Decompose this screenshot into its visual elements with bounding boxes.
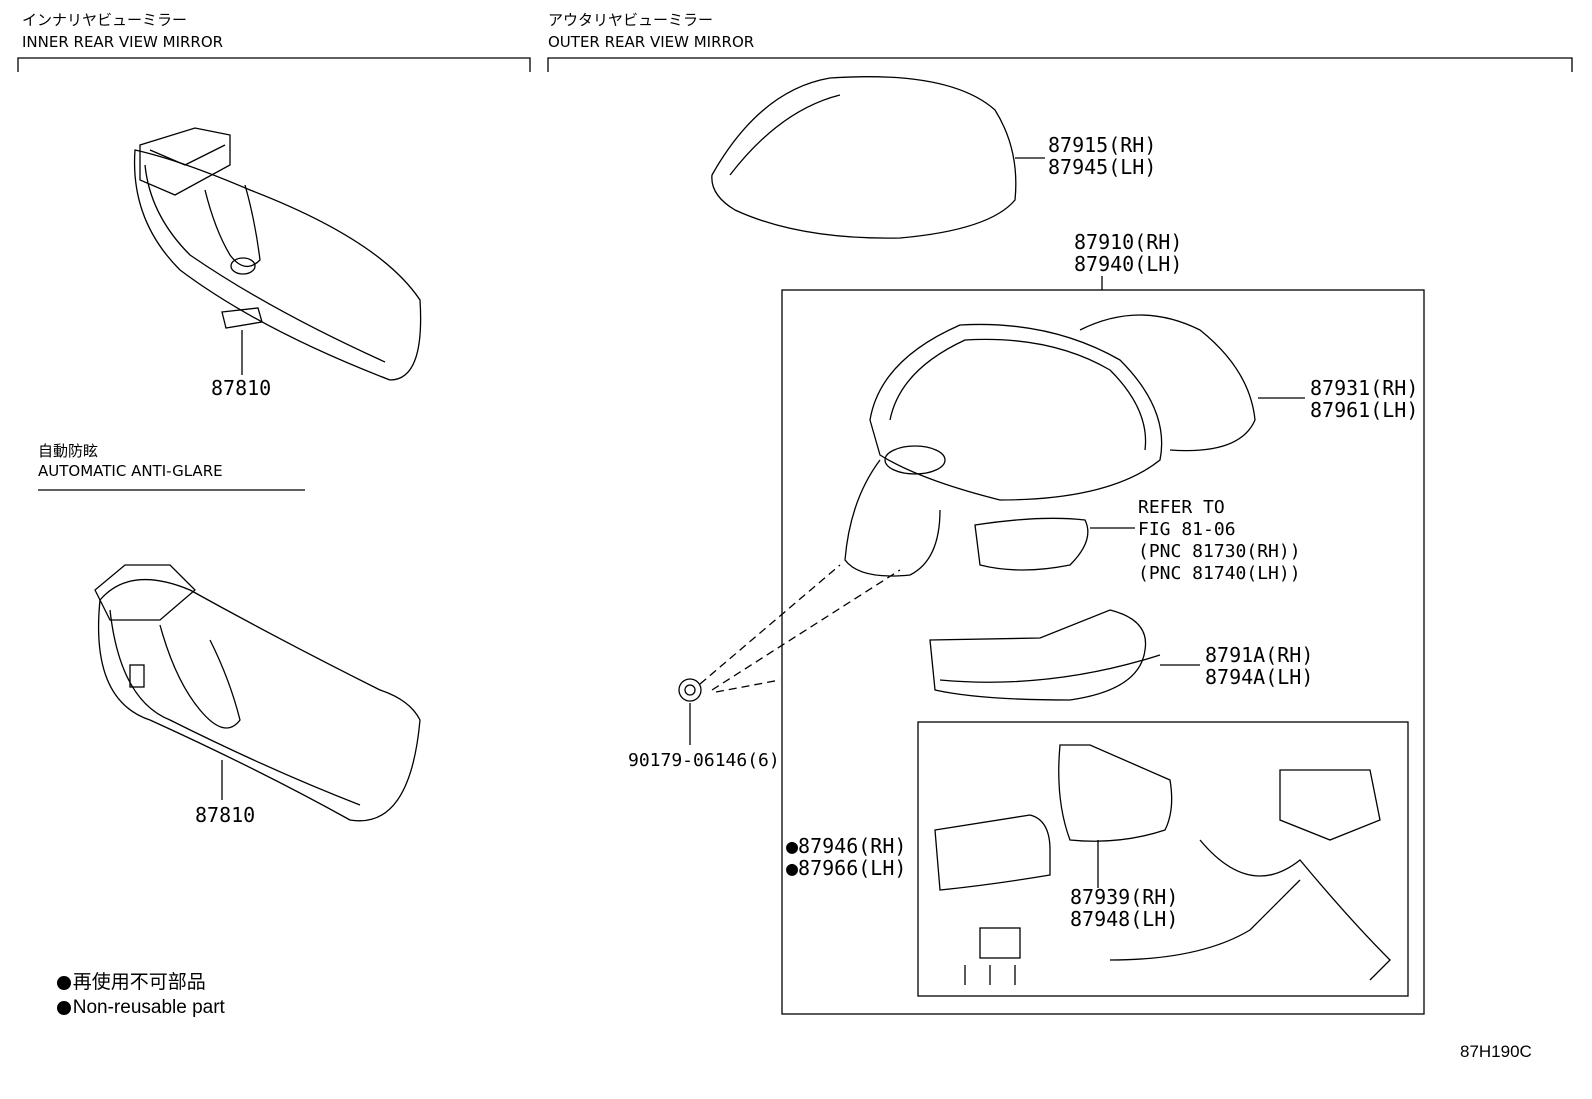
refer-line-4: (PNC 81740(LH)) — [1138, 563, 1301, 584]
inner-section-title: INNER REAR VIEW MIRROR — [22, 33, 224, 51]
cover-part-rh: 87915(RH) — [1048, 133, 1157, 157]
refer-line-2: FIG 81-06 — [1138, 519, 1236, 540]
refer-line-1: REFER TO — [1138, 497, 1225, 518]
seal-part-rh: ●87946(RH) — [786, 834, 907, 858]
seal-part-lh: ●87966(LH) — [786, 856, 907, 880]
nut-drawing — [678, 564, 901, 745]
legend-jp: ● 再使用不可部品 — [56, 972, 206, 993]
refer-line-3: (PNC 81730(RH)) — [1138, 541, 1301, 562]
glass-part-lh: 87948(LH) — [1070, 907, 1179, 931]
lamp-drawing — [929, 609, 1200, 701]
inner-mirror-drawing — [133, 127, 422, 381]
auto-section-jp: 自動防眩 — [38, 442, 99, 460]
inner-section-jp: インナリヤビューミラー — [22, 11, 188, 29]
assembly-part-rh: 87910(RH) — [1074, 230, 1183, 254]
inner-mirror-part-number: 87810 — [211, 376, 272, 400]
glass-drawing — [934, 744, 1391, 985]
auto-mirror-drawing — [94, 564, 421, 822]
auto-section-title: AUTOMATIC ANTI-GLARE — [38, 462, 223, 480]
housing-part-rh: 87931(RH) — [1310, 376, 1419, 400]
lamp-part-rh: 8791A(RH) — [1205, 643, 1314, 667]
cover-part-lh: 87945(LH) — [1048, 155, 1157, 179]
auto-mirror-part-number: 87810 — [195, 803, 256, 827]
housing-part-lh: 87961(LH) — [1310, 398, 1419, 422]
outer-section-title: OUTER REAR VIEW MIRROR — [548, 33, 755, 51]
outer-section-jp: アウタリヤビューミラー — [548, 11, 714, 29]
legend-en: ● Non-reusable part — [56, 997, 225, 1018]
nut-part-number: 90179-06146(6) — [628, 750, 780, 771]
cover-drawing — [711, 76, 1045, 239]
glass-part-rh: 87939(RH) — [1070, 885, 1179, 909]
mirror-body-drawing — [844, 314, 1305, 577]
legend-bullets — [57, 976, 71, 1015]
section-brackets — [17, 57, 1573, 491]
assembly-part-lh: 87940(LH) — [1074, 252, 1183, 276]
figure-code: 87H190C — [1460, 1042, 1532, 1061]
assembly-box — [781, 276, 1425, 1015]
lamp-part-lh: 8794A(LH) — [1205, 665, 1314, 689]
